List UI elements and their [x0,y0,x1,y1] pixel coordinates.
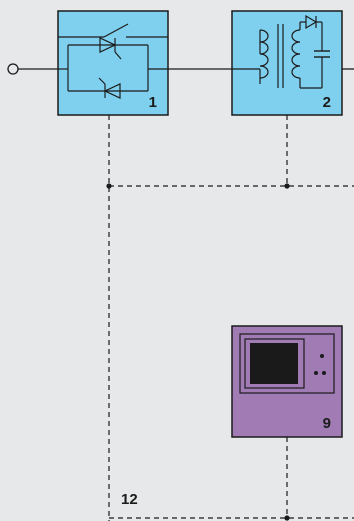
block-9-label: 9 [323,415,331,432]
junction-dot-lower [284,515,290,521]
switch-icon [58,23,168,38]
input-terminal [7,63,19,75]
junction-dot-upper-left [106,183,112,189]
junction-dot-upper-right [284,183,290,189]
block-1-label: 1 [149,94,157,111]
block-1-static-switch: 1 [57,10,169,116]
thyristor-icon [58,37,168,99]
block-2-transformer-rectifier: 2 [231,10,343,116]
block-2-label: 2 [323,94,331,111]
diode-icon [300,14,323,51]
block-9-monitoring-panel: 9 [231,325,343,438]
display-icon [239,333,335,394]
capacitor-icon [314,50,330,58]
transformer-icon [232,22,323,89]
bus-label: 12 [121,491,138,508]
